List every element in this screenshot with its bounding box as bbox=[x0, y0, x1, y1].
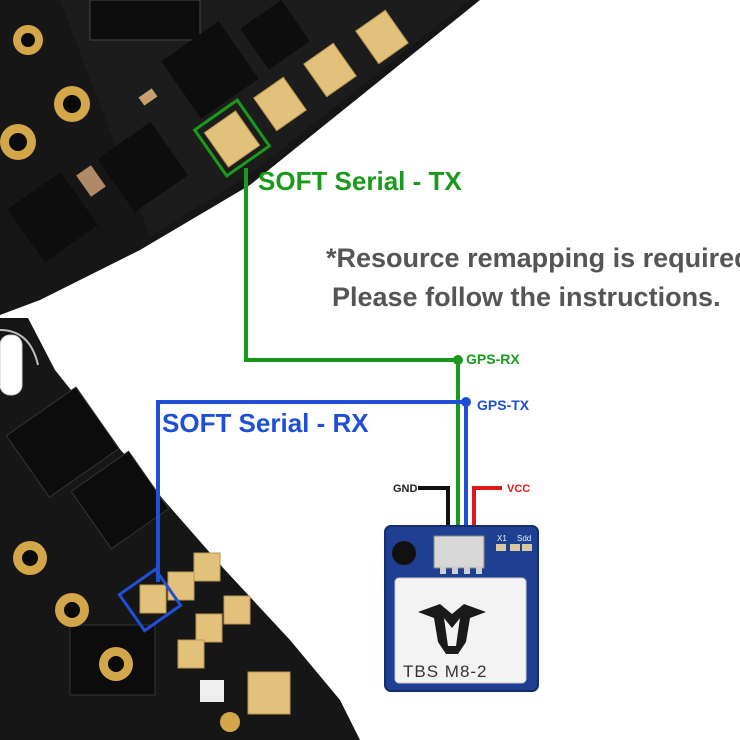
rx-wire bbox=[156, 400, 468, 582]
gps-tx-node bbox=[461, 397, 471, 407]
gnd-wire bbox=[418, 486, 450, 538]
gps-tx-label: GPS-TX bbox=[477, 397, 530, 413]
tx-wire bbox=[244, 168, 460, 538]
gps-rx-node bbox=[453, 355, 463, 365]
tx-pad bbox=[203, 110, 261, 168]
remapping-note-line2: Please follow the instructions. bbox=[332, 282, 721, 312]
vcc-label: VCC bbox=[507, 483, 531, 495]
vcc-wire bbox=[472, 486, 502, 538]
gps-module bbox=[384, 525, 539, 692]
silkscreen-sdd: Sdd bbox=[517, 534, 532, 543]
gnd-label: GND bbox=[393, 483, 418, 495]
silkscreen-x1: X1 bbox=[497, 534, 507, 543]
gps-module-name: TBS M8-2 bbox=[403, 662, 488, 681]
rx-pad-highlight bbox=[117, 567, 183, 633]
soft-serial-rx-label: SOFT Serial - RX bbox=[162, 408, 369, 438]
wiring bbox=[156, 168, 502, 582]
tx-pad-highlight bbox=[192, 98, 272, 178]
upper-flight-controller-board bbox=[0, 0, 480, 315]
soft-serial-tx-label: SOFT Serial - TX bbox=[258, 166, 462, 196]
lower-flight-controller-board bbox=[0, 318, 360, 740]
rx-pad bbox=[139, 584, 167, 614]
gps-rx-label: GPS-RX bbox=[466, 351, 520, 367]
remapping-note-line1: *Resource remapping is required. bbox=[326, 243, 740, 273]
